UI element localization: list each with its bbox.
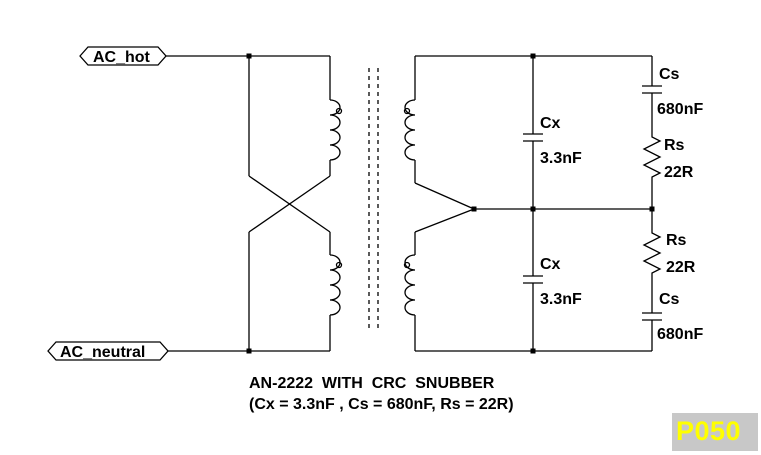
rs-bottom-name: Rs [666,232,687,249]
cs-bottom-name: Cs [659,291,680,308]
cx-bottom-value: 3.3nF [540,291,582,308]
junction-dots [246,53,655,354]
junction-dot [246,53,252,59]
ac-hot-label: AC_hot [93,49,151,66]
junction-dot [471,206,477,212]
junction-dot [530,348,536,354]
transformer-core [368,68,379,328]
ac-neutral-label: AC_neutral [60,344,145,361]
page-code-badge: P050 [672,413,758,451]
primary-wiring [166,55,331,352]
secondary-coil-bottom [404,254,416,316]
cs-top-name: Cs [659,66,680,83]
rs-bottom-resistor [642,229,662,277]
secondary-top-polarity-dot [403,107,411,115]
rs-top-resistor [642,133,662,181]
cx-bottom-capacitor [523,275,543,284]
cx-bottom-name: Cx [540,256,561,273]
rs-bottom-value: 22R [666,259,696,276]
secondary-bottom-polarity-dot [403,261,411,269]
rs-top-name: Rs [664,137,685,154]
cs-top-value: 680nF [657,101,703,118]
primary-coil-top [329,99,341,161]
ac-neutral-port: AC_neutral [47,341,169,361]
cx-top-value: 3.3nF [540,150,582,167]
cs-bottom-capacitor [642,312,662,321]
page-code-text: P050 [676,416,742,446]
secondary-wiring [414,55,653,352]
caption-line-1: AN-2222 WITH CRC SNUBBER [249,375,495,392]
junction-dot [246,348,252,354]
rs-top-value: 22R [664,164,694,181]
primary-bottom-polarity-dot [335,261,343,269]
caption-line-2: (Cx = 3.3nF , Cs = 680nF, Rs = 22R) [249,396,514,413]
cx-top-capacitor [523,133,543,142]
primary-top-polarity-dot [335,107,343,115]
cs-bottom-value: 680nF [657,326,703,343]
secondary-coil-top [404,99,416,161]
ac-hot-port: AC_hot [79,46,167,66]
cs-top-capacitor [642,85,662,94]
cx-top-name: Cx [540,115,561,132]
junction-dot [649,206,655,212]
primary-coil-bottom [329,254,341,316]
junction-dot [530,206,536,212]
junction-dot [530,53,536,59]
